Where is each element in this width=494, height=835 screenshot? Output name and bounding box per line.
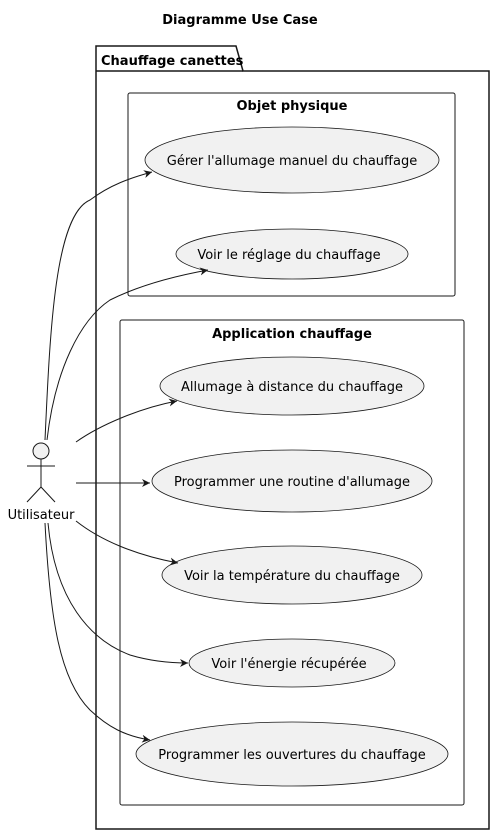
arrow-to-allumage-distance — [75, 398, 178, 443]
use-case-voir-reglage: Voir le réglage du chauffage — [175, 228, 409, 280]
use-case-allumage-distance: Allumage à distance du chauffage — [159, 356, 425, 416]
actor-utilisateur: Utilisateur — [8, 442, 76, 523]
use-case-label: Voir la température du chauffage — [184, 569, 400, 584]
package-frame: Chauffage canettes — [95, 45, 490, 830]
use-case-programmer-ouvertures: Programmer les ouvertures du chauffage — [135, 721, 449, 787]
arrow-to-gerer-allumage — [44, 170, 153, 441]
package-label: Chauffage canettes — [101, 54, 244, 69]
arrow-to-voir-energie — [47, 522, 189, 667]
arrow-to-voir-reglage — [46, 267, 209, 441]
use-case-label: Gérer l'allumage manuel du chauffage — [167, 154, 417, 169]
use-case-voir-temperature: Voir la température du chauffage — [161, 545, 423, 605]
diagram-title: Diagramme Use Case — [162, 13, 318, 28]
box-application-chauffage: Application chauffage — [119, 319, 465, 806]
arrow-to-voir-temperature — [75, 520, 179, 566]
box-objet-physique-label: Objet physique — [237, 99, 348, 114]
use-case-label: Programmer les ouvertures du chauffage — [158, 748, 425, 763]
use-case-label: Voir l'énergie récupérée — [211, 657, 366, 672]
use-case-label: Allumage à distance du chauffage — [181, 380, 403, 395]
box-application-chauffage-label: Application chauffage — [212, 327, 372, 342]
box-objet-physique: Objet physique — [127, 92, 456, 297]
use-case-label: Programmer une routine d'allumage — [174, 475, 410, 490]
use-case-label: Voir le réglage du chauffage — [197, 248, 380, 263]
use-case-voir-energie: Voir l'énergie récupérée — [188, 638, 396, 688]
actor-label: Utilisateur — [8, 508, 76, 523]
use-case-programmer-routine: Programmer une routine d'allumage — [151, 449, 433, 513]
associations — [44, 170, 209, 743]
arrow-to-programmer-ouvertures — [44, 522, 151, 743]
use-case-gerer-allumage-manuel: Gérer l'allumage manuel du chauffage — [144, 126, 440, 194]
